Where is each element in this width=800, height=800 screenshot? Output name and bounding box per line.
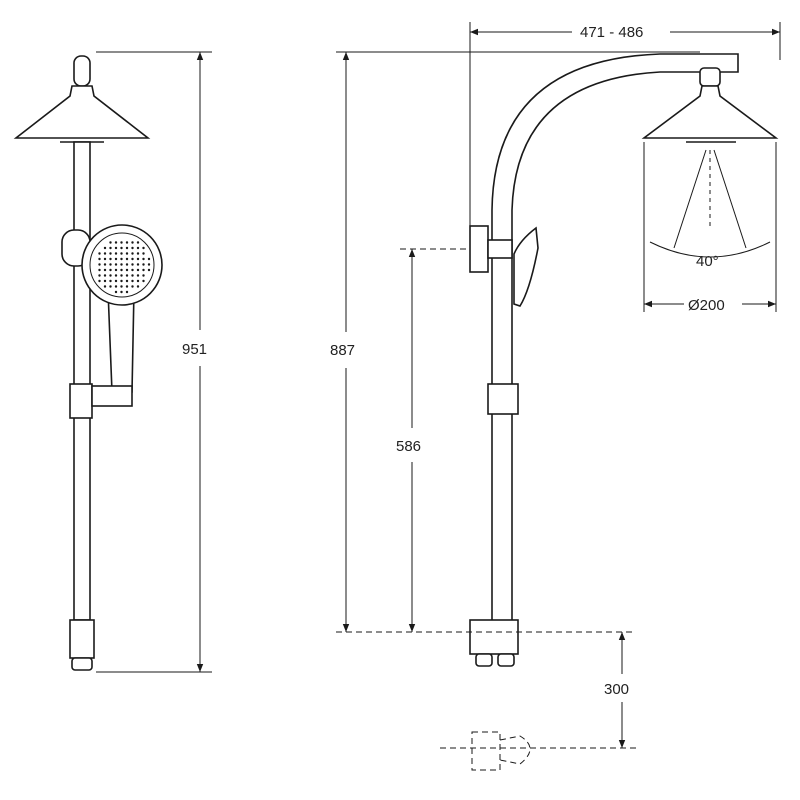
side-view: 40° 471 - 486 Ø200 887 xyxy=(330,22,781,771)
side-head-shower xyxy=(641,85,779,139)
front-view: 951 xyxy=(13,51,212,673)
front-riser-rail xyxy=(73,141,91,621)
dim-bracket-height: 586 xyxy=(396,438,421,455)
dim-head-diameter: Ø200 xyxy=(688,297,725,314)
dim-total-height-front: 951 xyxy=(182,341,207,358)
dim-arm-reach: 471 - 486 xyxy=(580,24,643,41)
front-head-shower xyxy=(13,85,151,139)
dim-height-side: 887 xyxy=(330,342,355,359)
side-curved-arm xyxy=(491,53,739,620)
side-hand-shower xyxy=(513,226,539,307)
dim-outlet-height: 300 xyxy=(604,681,629,698)
dim-spray-angle: 40° xyxy=(696,253,719,270)
hand-shower-nozzles xyxy=(98,241,151,294)
